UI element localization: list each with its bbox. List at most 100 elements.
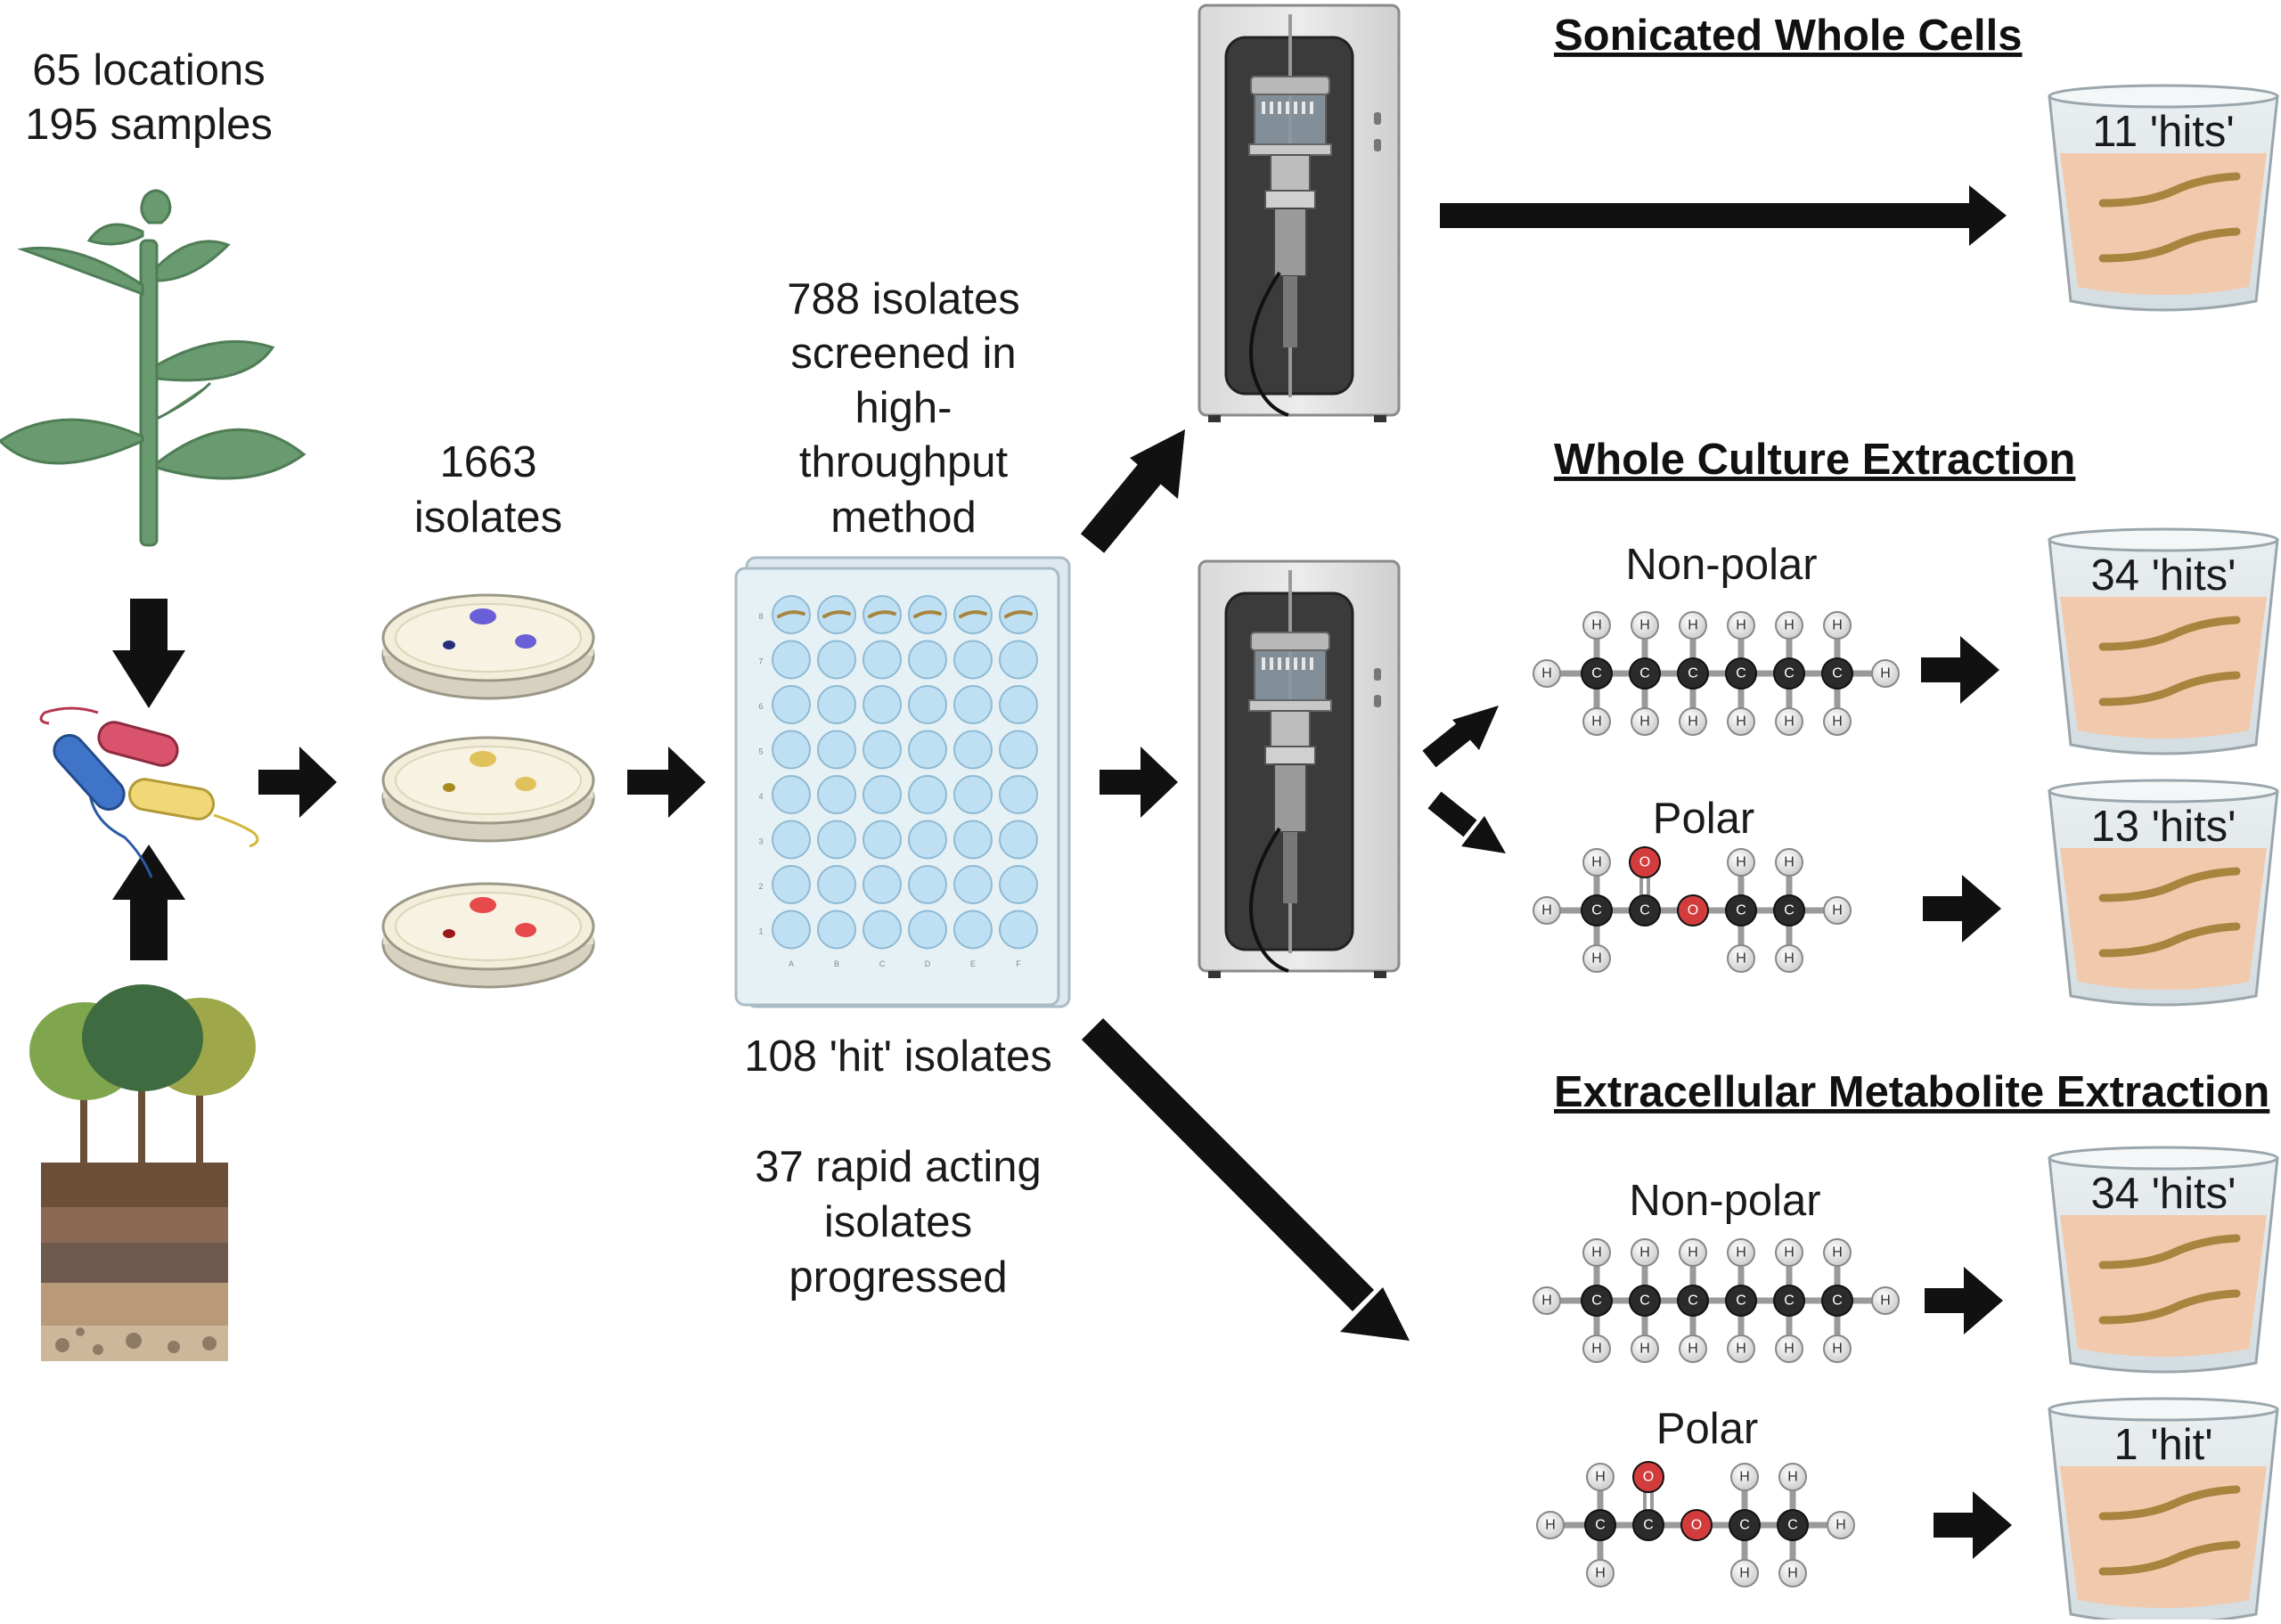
larva-icon: [1004, 610, 1033, 618]
plate-col-label: C: [879, 959, 886, 968]
arrow-icon: [1440, 185, 2007, 246]
cup-larvae-icon: 34 'hits': [2048, 527, 2279, 755]
svg-text:H: H: [1736, 1245, 1746, 1261]
plate-well: [863, 910, 902, 950]
plate-well: [772, 685, 811, 724]
screening-line1: 788 isolates: [787, 275, 1020, 323]
svg-text:H: H: [1591, 714, 1602, 730]
svg-text:H: H: [1595, 1470, 1606, 1485]
screening-line5: method: [830, 494, 976, 542]
svg-text:H: H: [1541, 1293, 1552, 1309]
svg-text:C: C: [1784, 903, 1795, 918]
sonicated-title: Sonicated Whole Cells: [1554, 12, 2022, 60]
svg-text:O: O: [1639, 855, 1650, 870]
svg-text:H: H: [1784, 1245, 1795, 1261]
plate-well: [817, 865, 856, 904]
plate-row-label: 2: [758, 882, 763, 891]
svg-text:H: H: [1832, 714, 1843, 730]
svg-text:H: H: [1541, 666, 1552, 681]
svg-text:H: H: [1832, 1245, 1843, 1261]
svg-text:H: H: [1688, 1245, 1698, 1261]
plate-well: [953, 775, 993, 814]
svg-text:C: C: [1787, 1518, 1798, 1533]
hit-count-label: 11 'hits': [2092, 108, 2234, 156]
rapid-line3: progressed: [789, 1253, 1007, 1302]
petri-dish-icon: [381, 593, 595, 700]
screening-line2: screened in: [790, 330, 1016, 378]
svg-text:C: C: [1688, 666, 1698, 681]
sonicator-icon: [1198, 4, 1401, 422]
svg-text:H: H: [1591, 951, 1602, 967]
hit-count-label: 34 'hits': [2090, 1170, 2236, 1218]
plate-well: [999, 595, 1038, 634]
svg-text:H: H: [1591, 855, 1602, 870]
screening-line3: high-: [855, 384, 952, 432]
svg-text:H: H: [1739, 1566, 1750, 1581]
plate-well: [953, 820, 993, 860]
plate-well: [999, 910, 1038, 950]
plate-col-label: B: [834, 959, 839, 968]
plate-well: [863, 820, 902, 860]
plant-icon: [0, 189, 307, 547]
svg-text:C: C: [1832, 1293, 1843, 1309]
svg-text:H: H: [1784, 1342, 1795, 1357]
svg-text:H: H: [1832, 903, 1843, 918]
svg-text:H: H: [1736, 618, 1746, 633]
svg-text:C: C: [1736, 903, 1746, 918]
plate-row-label: 7: [758, 657, 763, 666]
rapid-line1: 37 rapid acting: [755, 1143, 1041, 1191]
plate-well: [999, 730, 1038, 770]
plate-well: [908, 595, 947, 634]
svg-text:H: H: [1835, 1518, 1846, 1533]
plate-col-label: E: [970, 959, 976, 968]
svg-text:H: H: [1880, 666, 1891, 681]
source-samples-label: 195 samples: [25, 101, 273, 149]
bacteria-icon: [39, 706, 259, 878]
svg-text:H: H: [1688, 1342, 1698, 1357]
isolates-count-label: 1663: [439, 438, 536, 486]
plate-well: [908, 775, 947, 814]
arrow-icon: [1422, 706, 1506, 853]
arrow-icon: [1921, 636, 2012, 1559]
plate-well: [817, 685, 856, 724]
plate-well: [908, 820, 947, 860]
extracellular-title: Extracellular Metabolite Extraction: [1554, 1068, 2269, 1116]
plate-row-label: 8: [758, 612, 763, 621]
svg-text:H: H: [1591, 1245, 1602, 1261]
svg-text:C: C: [1739, 1518, 1750, 1533]
plate-well: [772, 775, 811, 814]
plate-well: [953, 910, 993, 950]
svg-text:C: C: [1591, 1293, 1602, 1309]
plate-row-label: 3: [758, 837, 763, 846]
svg-text:H: H: [1591, 1342, 1602, 1357]
plate-well: [863, 595, 902, 634]
svg-text:H: H: [1784, 618, 1795, 633]
rapid-line2: isolates: [824, 1198, 972, 1246]
cup-larvae-icon: 34 'hits': [2048, 1146, 2279, 1374]
plate-row-label: 1: [758, 927, 763, 936]
hit-count-label: 34 'hits': [2090, 551, 2236, 600]
plate-well: [999, 865, 1038, 904]
ex-nonpolar-label: Non-polar: [1629, 1177, 1820, 1225]
hit-count-label: 1 'hit': [2113, 1421, 2212, 1469]
plate-well: [908, 865, 947, 904]
arrow-icon: [258, 747, 1178, 818]
svg-text:H: H: [1736, 855, 1746, 870]
svg-text:H: H: [1639, 1245, 1650, 1261]
plate-well: [908, 910, 947, 950]
screening-line4: throughput: [799, 438, 1009, 486]
plate-well: [999, 640, 1038, 680]
plate-well: [863, 865, 902, 904]
plate-well: [999, 775, 1038, 814]
svg-text:H: H: [1595, 1566, 1606, 1581]
svg-text:H: H: [1832, 1342, 1843, 1357]
svg-text:C: C: [1784, 666, 1795, 681]
svg-text:H: H: [1736, 714, 1746, 730]
plate-well: [817, 775, 856, 814]
larva-icon: [822, 610, 851, 618]
